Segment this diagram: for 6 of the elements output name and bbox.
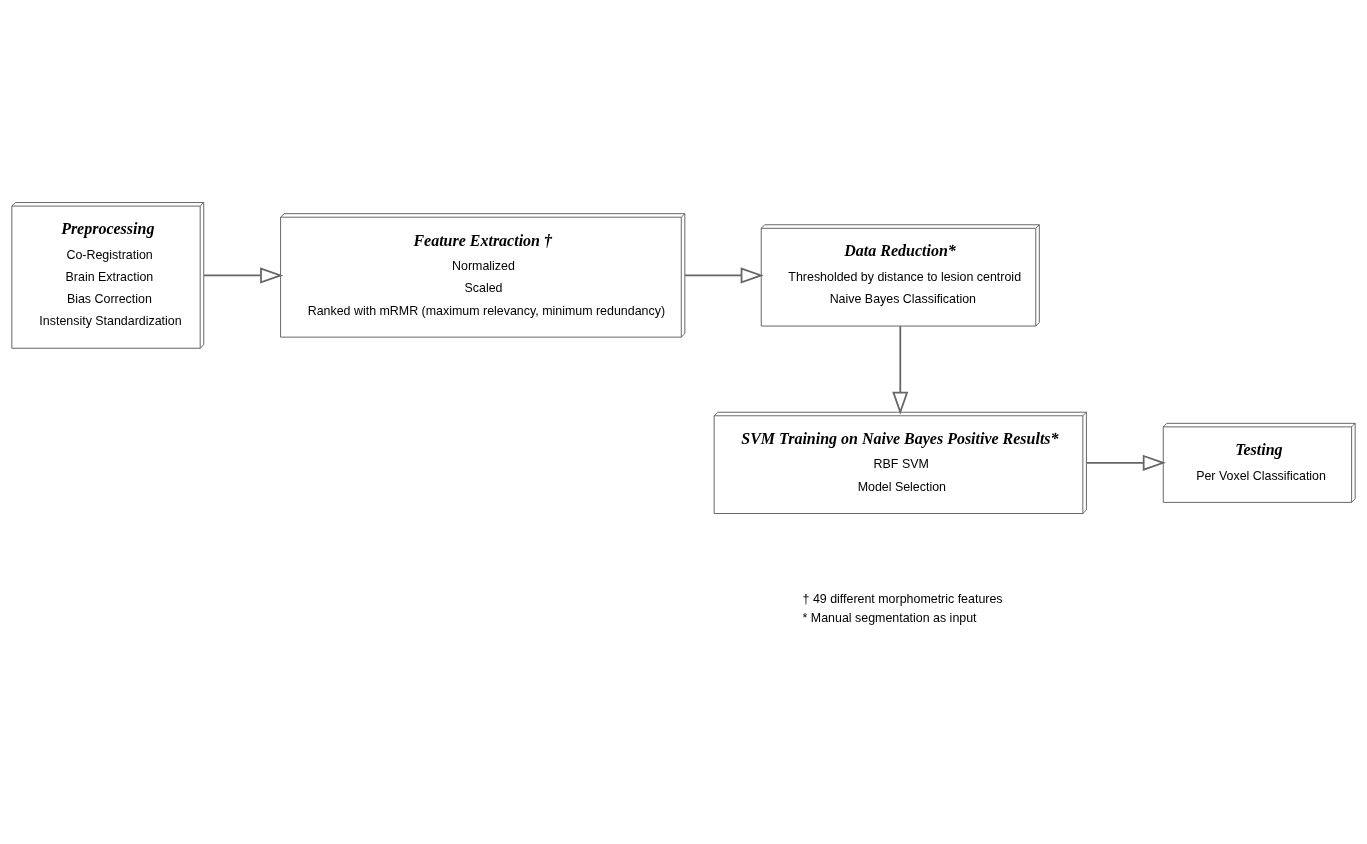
- arrow: [684, 267, 764, 284]
- arrow: [892, 325, 909, 415]
- arrow: [1085, 454, 1166, 471]
- label: * Manual segmentation as input: [802, 611, 977, 626]
- arrow: [203, 267, 284, 284]
- label: † 49 different morphometric features: [802, 592, 1003, 607]
